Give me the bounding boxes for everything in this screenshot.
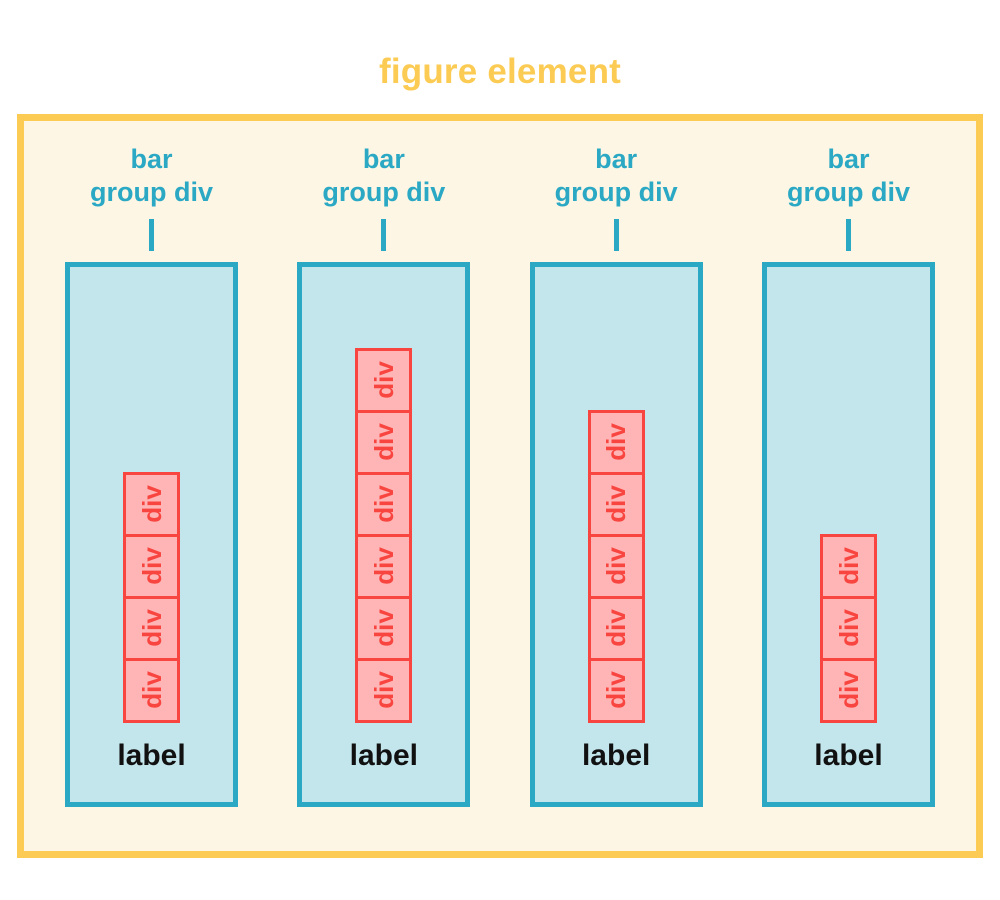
bar-group-label: label (117, 738, 186, 772)
div-block-label: div (136, 609, 167, 648)
connector-tick-icon (381, 218, 387, 251)
bar-stack: div div div div div (355, 347, 413, 723)
bar-group-box[interactable]: div div div label (761, 261, 935, 807)
div-block[interactable]: div (819, 657, 877, 723)
div-block[interactable]: div (123, 595, 180, 661)
div-block-label: div (601, 609, 632, 648)
div-block-label: div (136, 485, 167, 524)
bar-group-box[interactable]: div div div div div (297, 261, 471, 807)
figure-element-frame: bar group div div div div (17, 114, 983, 858)
div-block-label: div (368, 609, 399, 648)
bar-group-label: label (814, 738, 883, 772)
div-block-label: div (368, 671, 399, 710)
div-block[interactable]: div (355, 533, 413, 599)
div-block-label: div (368, 485, 399, 524)
bar-groups-row: bar group div div div div (24, 121, 976, 851)
bar-group-caption: bar group div (554, 144, 678, 207)
bar-group-caption: bar group div (90, 144, 213, 207)
div-block-label: div (368, 547, 399, 586)
bar-group-box[interactable]: div div div div label (65, 261, 238, 807)
div-block[interactable]: div (355, 595, 413, 661)
div-block[interactable]: div (587, 657, 645, 723)
div-block-label: div (601, 423, 632, 462)
div-block[interactable]: div (355, 409, 413, 475)
bar-group-1[interactable]: bar group div div div div (65, 121, 238, 851)
bar-stack: div div div div (123, 471, 180, 723)
div-block-label: div (601, 671, 632, 710)
div-block[interactable]: div (355, 347, 413, 413)
div-block[interactable]: div (123, 533, 180, 599)
div-block[interactable]: div (587, 471, 645, 537)
bar-group-2[interactable]: bar group div div div div (297, 121, 471, 851)
connector-tick-icon (845, 218, 851, 251)
div-block-label: div (368, 361, 399, 400)
div-block-label: div (368, 423, 399, 462)
div-block[interactable]: div (587, 409, 645, 475)
div-block-label: div (601, 547, 632, 586)
bar-group-4[interactable]: bar group div div div div labe (761, 121, 935, 851)
bar-group-label: label (349, 738, 419, 772)
bar-group-label: label (581, 738, 651, 772)
bar-stack: div div div div div (587, 409, 645, 723)
div-block-label: div (833, 671, 864, 710)
div-block[interactable]: div (819, 533, 877, 599)
bar-group-box[interactable]: div div div div div (529, 261, 703, 807)
bar-group-caption: bar group div (322, 144, 446, 207)
div-block-label: div (833, 547, 864, 586)
div-block-label: div (833, 609, 864, 648)
div-block[interactable]: div (355, 471, 413, 537)
div-block[interactable]: div (355, 657, 413, 723)
div-block[interactable]: div (123, 657, 180, 723)
connector-tick-icon (613, 218, 619, 251)
bar-group-3[interactable]: bar group div div div div (529, 121, 703, 851)
div-block[interactable]: div (587, 595, 645, 661)
connector-tick-icon (149, 218, 154, 251)
div-block-label: div (601, 485, 632, 524)
div-block[interactable]: div (123, 471, 180, 537)
bar-group-caption: bar group div (786, 144, 910, 207)
div-block-label: div (136, 671, 167, 710)
div-block[interactable]: div (587, 533, 645, 599)
bar-stack: div div div (819, 533, 877, 723)
div-block[interactable]: div (819, 595, 877, 661)
div-block-label: div (136, 547, 167, 586)
figure-title: figure element (378, 52, 622, 91)
